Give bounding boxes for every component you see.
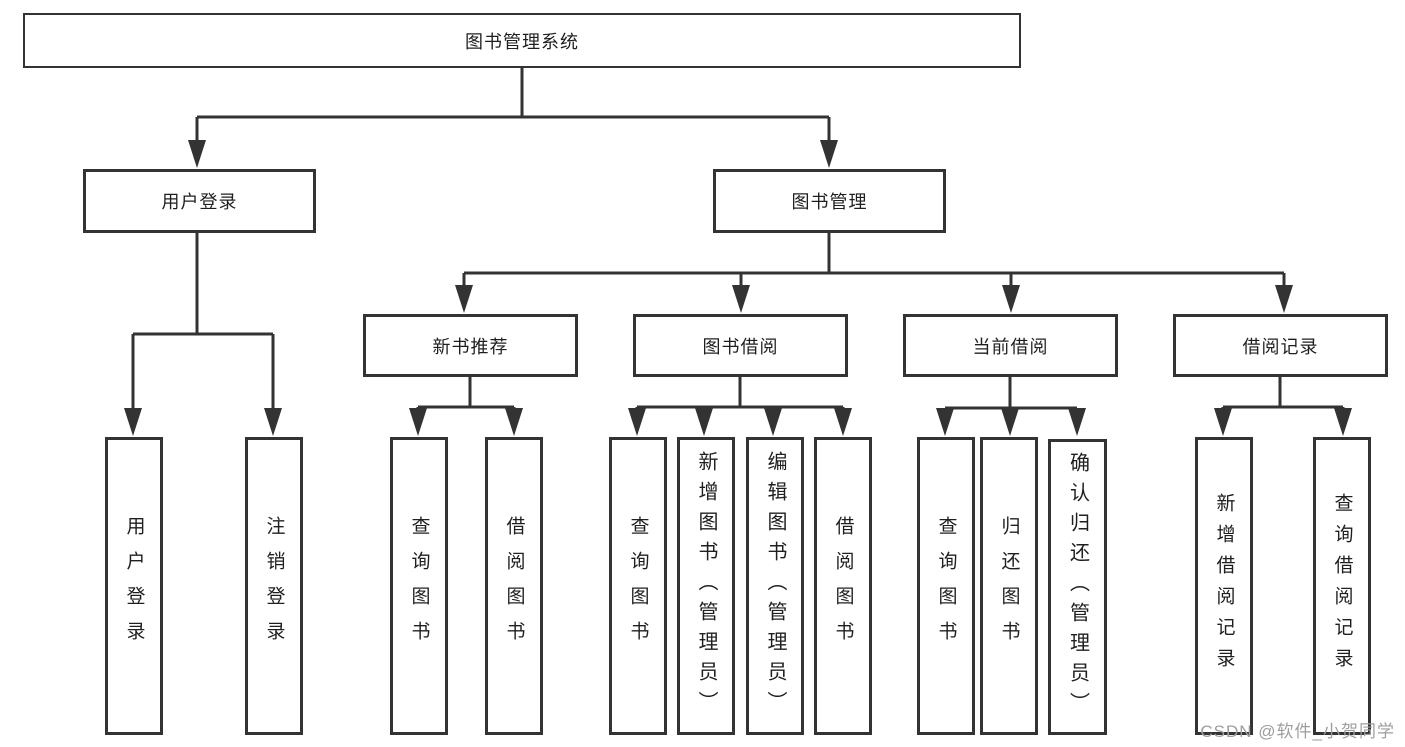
- arrow-down-icon: [834, 408, 852, 436]
- arrow-down-icon: [936, 408, 954, 436]
- node-label: 归还图书: [998, 516, 1020, 656]
- node-label: 查询图书: [627, 516, 649, 656]
- leaf-edit-books-admin: 编辑图书（管理员）: [746, 437, 804, 735]
- node-label: 查询图书: [408, 516, 430, 656]
- arrow-down-icon: [695, 408, 713, 436]
- node-borrowing-records: 借阅记录: [1173, 314, 1388, 377]
- arrow-down-icon: [1275, 285, 1293, 313]
- leaf-query-borrow-record: 查询借阅记录: [1313, 437, 1371, 735]
- arrow-down-icon: [1068, 408, 1086, 436]
- arrow-down-icon: [455, 285, 473, 313]
- csdn-watermark: CSDN @软件_小贺同学: [1200, 722, 1395, 741]
- leaf-add-books-admin: 新增图书（管理员）: [677, 437, 735, 735]
- node-label: 借阅图书: [503, 516, 525, 656]
- leaf-borrow-books: 借阅图书: [814, 437, 872, 735]
- arrow-down-icon: [820, 140, 838, 168]
- arrow-down-icon: [1334, 408, 1352, 436]
- node-library-management-system: 图书管理系统: [23, 13, 1021, 68]
- leaf-query-books-current: 查询图书: [917, 437, 975, 735]
- node-label: 用户登录: [161, 192, 238, 212]
- node-label: 用户登录: [123, 516, 145, 656]
- node-label: 图书管理系统: [465, 31, 579, 52]
- node-label: 借阅记录: [1242, 336, 1319, 357]
- node-label: 确认归还（管理员）: [1066, 452, 1089, 722]
- node-label: 新增借阅记录: [1213, 493, 1235, 679]
- node-label: 编辑图书（管理员）: [764, 451, 786, 721]
- leaf-query-books-borrowing: 查询图书: [609, 437, 667, 735]
- arrow-down-icon: [409, 408, 427, 436]
- node-book-borrowing: 图书借阅: [633, 314, 848, 377]
- node-label: 当前借阅: [972, 336, 1049, 357]
- arrow-down-icon: [505, 408, 523, 436]
- leaf-user-login: 用户登录: [105, 437, 163, 735]
- node-label: 图书管理: [791, 192, 868, 212]
- node-label: 新书推荐: [432, 336, 509, 357]
- arrow-down-icon: [628, 408, 646, 436]
- arrow-down-icon: [264, 408, 282, 436]
- node-label: 查询图书: [935, 516, 957, 656]
- node-user-login: 用户登录: [83, 169, 316, 233]
- node-book-management: 图书管理: [713, 169, 946, 233]
- node-label: 注销登录: [263, 516, 285, 656]
- node-label: 图书借阅: [702, 336, 779, 357]
- arrow-down-icon: [732, 285, 750, 313]
- arrow-down-icon: [1001, 408, 1019, 436]
- leaf-add-borrow-record: 新增借阅记录: [1195, 437, 1253, 735]
- node-new-book-recommend: 新书推荐: [363, 314, 578, 377]
- arrow-down-icon: [124, 408, 142, 436]
- leaf-borrow-books-recommend: 借阅图书: [485, 437, 543, 735]
- leaf-logout-login: 注销登录: [245, 437, 303, 735]
- arrow-down-icon: [188, 140, 206, 168]
- leaf-query-books-recommend: 查询图书: [390, 437, 448, 735]
- node-label: 借阅图书: [832, 516, 854, 656]
- leaf-return-books: 归还图书: [980, 437, 1038, 735]
- arrow-down-icon: [1002, 285, 1020, 313]
- node-label: 新增图书（管理员）: [695, 451, 717, 721]
- node-label: 查询借阅记录: [1331, 493, 1353, 679]
- leaf-confirm-return-admin: 确认归还（管理员）: [1048, 439, 1107, 735]
- arrow-down-icon: [764, 408, 782, 436]
- arrow-down-icon: [1214, 408, 1232, 436]
- node-current-borrowing: 当前借阅: [903, 314, 1118, 377]
